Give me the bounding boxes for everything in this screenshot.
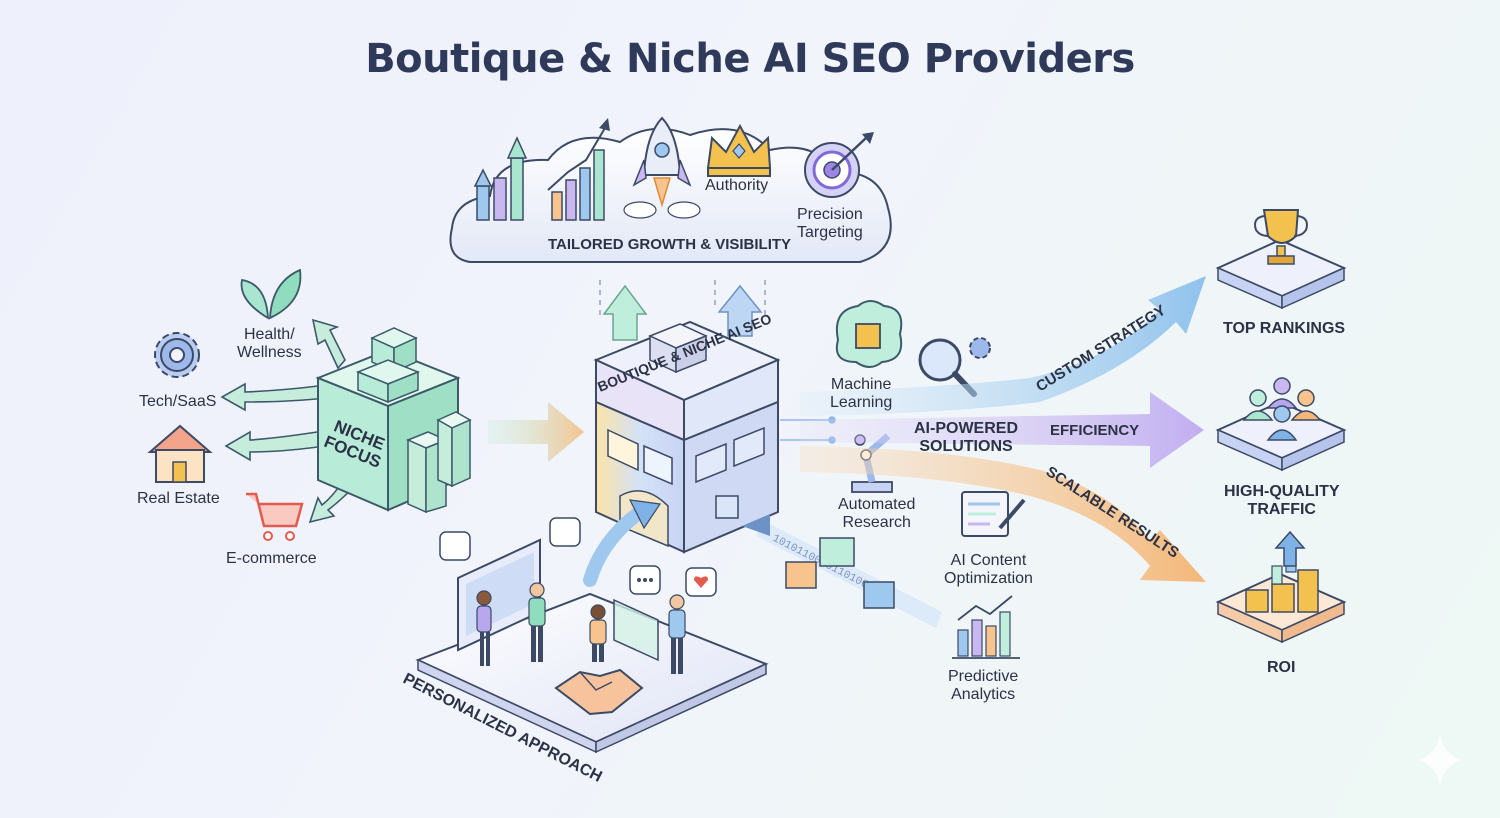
predictive-analytics-label: Predictive Analytics: [948, 668, 1019, 703]
gear-icon: [154, 332, 200, 378]
niche-to-building-arrow: [488, 402, 584, 462]
magnifier-gear-icon: [918, 337, 991, 397]
machine-learning-label: Machine Learning: [830, 376, 893, 411]
platform-to-building-arrow: [583, 499, 662, 587]
ai-content-optimization-label: AI Content Optimization: [944, 552, 1033, 587]
traffic-platform: [1215, 377, 1347, 472]
document-pen-icon: [961, 491, 1026, 537]
efficiency-label: EFFICIENCY: [1050, 422, 1139, 439]
health-wellness-label: Health/ Wellness: [237, 326, 302, 361]
ecommerce-label: E-commerce: [226, 550, 317, 567]
page-title: Boutique & Niche AI SEO Providers: [365, 36, 1135, 82]
chat-bubble-icons: [439, 517, 717, 597]
high-quality-traffic-label: HIGH-QUALITY TRAFFIC: [1224, 483, 1340, 518]
roi-platform: [1215, 530, 1347, 644]
cloud-connector: [599, 280, 766, 320]
up-arrow-blue: [717, 284, 763, 337]
roi-label: ROI: [1267, 659, 1296, 676]
real-estate-label: Real Estate: [137, 490, 220, 507]
scalable-results-arrow: [800, 446, 1206, 582]
rocket-icon: [623, 116, 701, 219]
precision-targeting-label: Precision Targeting: [797, 206, 863, 241]
growth-bars-icon: [473, 118, 610, 221]
analytics-chart-icon: [952, 595, 1020, 659]
personalized-platform: [415, 517, 769, 754]
handshake-icon: [554, 668, 644, 716]
custom-strategy-label: CUSTOM STRATEGY: [1033, 302, 1169, 396]
trophy-icon: [1254, 209, 1308, 265]
target-icon: [804, 132, 874, 198]
cloud-group: [449, 116, 892, 263]
building-group: [593, 320, 781, 554]
top-rankings-label: TOP RANKINGS: [1223, 320, 1346, 337]
efficiency-arrow: [800, 392, 1204, 468]
house-icon: [147, 424, 213, 483]
top-rankings-platform: [1215, 209, 1347, 310]
leaf-icon: [240, 268, 302, 320]
cart-icon: [246, 492, 304, 541]
ai-powered-solutions-label: AI-POWERED SOLUTIONS: [914, 420, 1018, 455]
cloud-caption: TAILORED GROWTH & VISIBILITY: [548, 236, 792, 253]
brain-chip-icon: [835, 300, 903, 368]
custom-strategy-arrow: [800, 276, 1206, 416]
sparkle-icon: [1418, 735, 1462, 785]
tech-saas-label: Tech/SaaS: [139, 393, 217, 410]
team-people-icon: [476, 582, 686, 674]
authority-label: Authority: [705, 177, 769, 194]
up-arrow-green: [602, 284, 648, 341]
users-group-icon: [1242, 377, 1322, 441]
coins-growth-icon: [1245, 530, 1319, 613]
scalable-results-label: SCALABLE RESULTS: [1043, 463, 1182, 562]
niche-cube-group: [220, 318, 472, 524]
automated-research-label: Automated Research: [838, 496, 916, 531]
crown-icon: [706, 123, 772, 177]
